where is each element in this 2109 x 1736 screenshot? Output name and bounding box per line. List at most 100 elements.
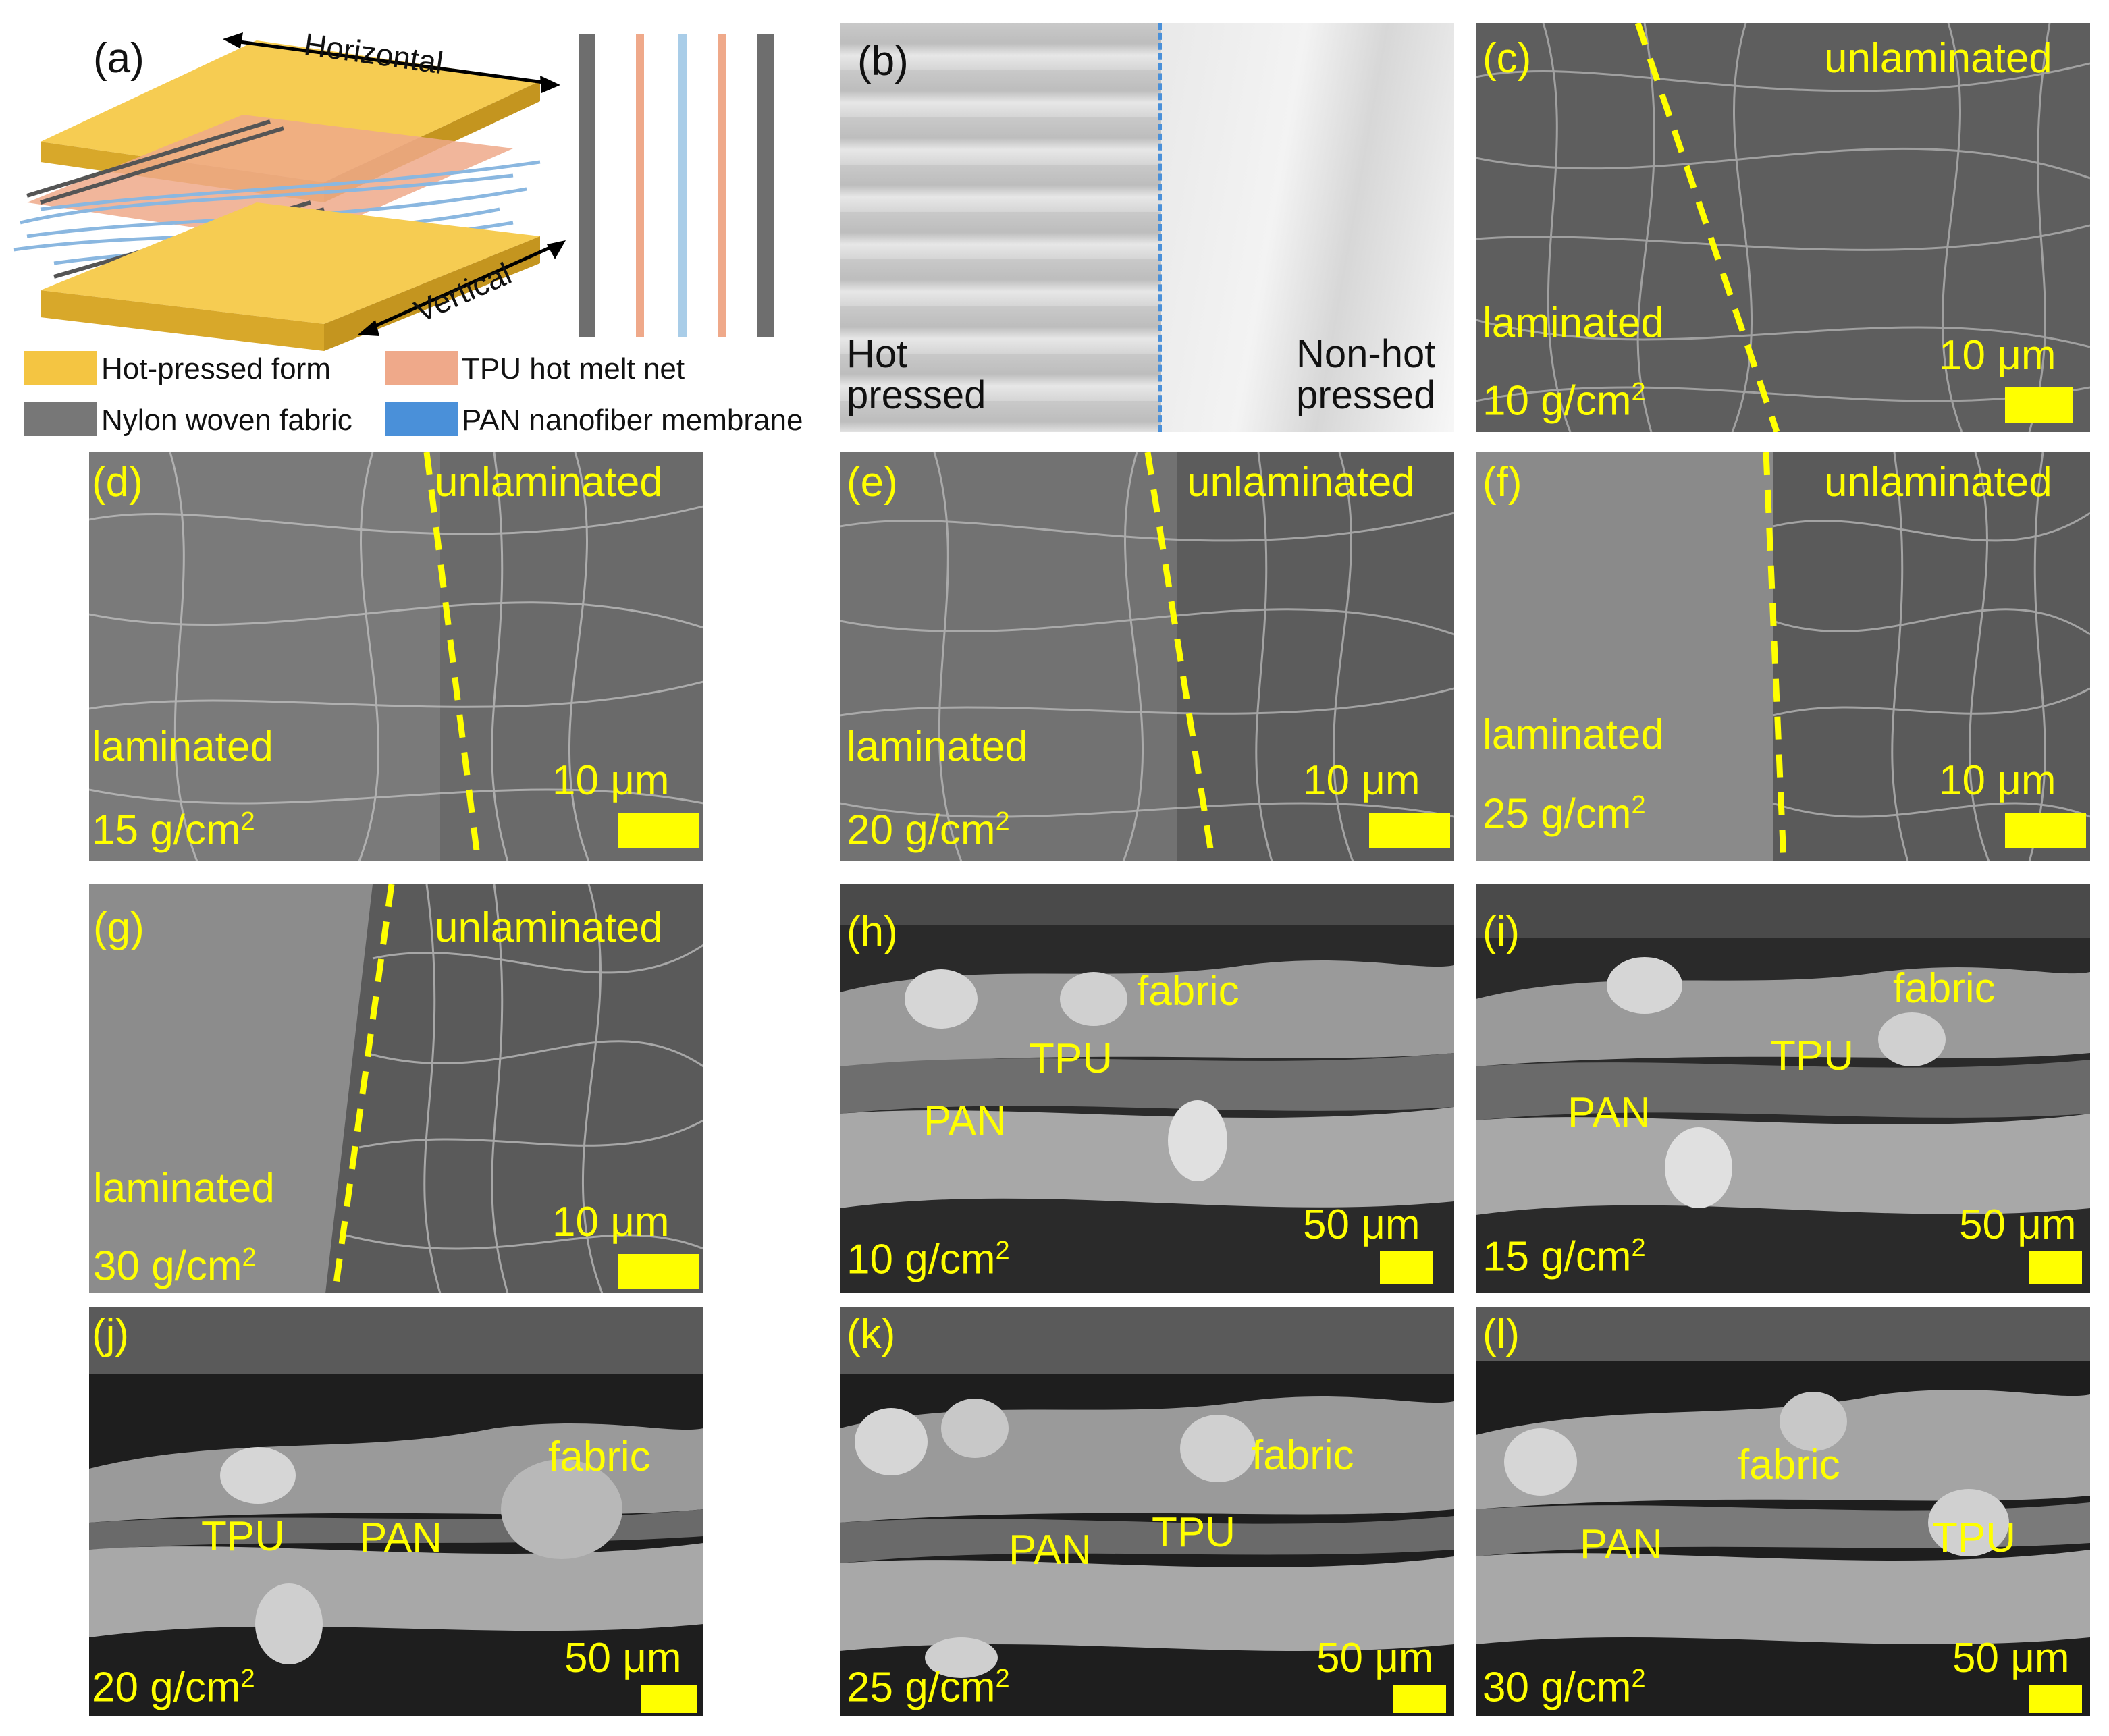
scale-label: 50 μm (1303, 1201, 1420, 1248)
scale-bar (2005, 813, 2086, 848)
scale-label: 50 μm (1316, 1635, 1434, 1681)
pressure-label: 10 g/cm2 (847, 1238, 1010, 1281)
pressure-label: 15 g/cm2 (92, 809, 255, 852)
scale-bar (1369, 813, 1450, 848)
boundary-dash (331, 884, 395, 1293)
layer-stack-diagram (13, 32, 774, 351)
panel-d-sem: (d) unlaminated laminated 15 g/cm2 10 μm (89, 452, 703, 861)
pressure-exponent: 2 (1631, 791, 1646, 819)
tpu-label: TPU (1770, 1033, 1854, 1079)
scale-label: 50 μm (564, 1635, 682, 1681)
fiber-texture (1476, 23, 2090, 432)
pressure-text: 20 g/cm (92, 1664, 241, 1711)
pan-label: PAN (1580, 1521, 1663, 1568)
boundary-dash (423, 452, 481, 861)
fabric-label: fabric (1893, 965, 1996, 1012)
pressure-exponent: 2 (1631, 1234, 1646, 1262)
panel-i-sem: (i) fabric TPU PAN 15 g/cm2 50 μm (1476, 884, 2090, 1293)
fabric-label: fabric (1252, 1432, 1354, 1479)
scale-label: 10 μm (552, 1199, 670, 1245)
pressure-text: 20 g/cm (847, 807, 996, 854)
panel-c-letter: (c) (1483, 35, 1532, 82)
fabric-label: fabric (1738, 1442, 1840, 1488)
legend-hot-pressed: Hot-pressed form (101, 352, 331, 385)
cross-section-texture (1476, 884, 2090, 1293)
pressure-label: 25 g/cm2 (1483, 792, 1646, 836)
pressure-text: 15 g/cm (92, 807, 241, 854)
pressure-exponent: 2 (240, 807, 255, 836)
pressure-text: 30 g/cm (93, 1243, 242, 1290)
pressure-label: 30 g/cm2 (93, 1245, 257, 1288)
pressure-text: 15 g/cm (1483, 1233, 1632, 1280)
pressure-label: 20 g/cm2 (92, 1666, 255, 1709)
tpu-label: TPU (1932, 1515, 2016, 1561)
panel-a-schematic: (a) Horizontal Verti (0, 0, 837, 445)
panel-j-letter: (j) (92, 1311, 130, 1357)
fiber-texture (89, 452, 703, 861)
panel-f-letter: (f) (1483, 459, 1522, 506)
fiber-texture (840, 452, 1454, 861)
panel-k-letter: (k) (847, 1311, 896, 1357)
panel-e-sem: (e) unlaminated laminated 20 g/cm2 10 μm (840, 452, 1454, 861)
non-hot-pressed-label: Non-hot pressed (1296, 332, 1436, 418)
legend-swatch-pan (385, 402, 458, 436)
pressure-exponent: 2 (242, 1243, 257, 1272)
panel-b-photo: (b) Hot pressed Non-hot pressed (840, 23, 1454, 432)
scale-label: 10 μm (1303, 757, 1420, 804)
scale-bar (2029, 1685, 2082, 1713)
pressure-text: 25 g/cm (847, 1664, 996, 1711)
pressure-exponent: 2 (995, 1237, 1010, 1265)
pan-label: PAN (1009, 1527, 1092, 1573)
pressure-exponent: 2 (240, 1664, 255, 1693)
panel-l-sem: (l) fabric TPU PAN 30 g/cm2 50 μm (1476, 1307, 2090, 1716)
pan-label: PAN (1568, 1089, 1651, 1136)
unlaminated-label: unlaminated (1187, 459, 1415, 506)
pressure-label: 25 g/cm2 (847, 1666, 1010, 1709)
panel-e-letter: (e) (847, 459, 898, 506)
panel-f-sem: (f) unlaminated laminated 25 g/cm2 10 μm (1476, 452, 2090, 861)
hot-pressed-label: Hot pressed (847, 332, 986, 418)
pressure-exponent: 2 (1631, 378, 1646, 406)
panel-d-letter: (d) (92, 459, 143, 506)
panel-b-letter: (b) (857, 38, 909, 84)
tpu-label: TPU (1152, 1509, 1235, 1556)
tpu-label: TPU (1029, 1035, 1113, 1082)
panel-h-sem: (h) fabric TPU PAN 10 g/cm2 50 μm (840, 884, 1454, 1293)
pressure-label: 20 g/cm2 (847, 809, 1010, 852)
unlaminated-label: unlaminated (435, 904, 663, 951)
hot-pressed-region (840, 23, 1161, 432)
pressure-label: 15 g/cm2 (1483, 1235, 1646, 1278)
panel-g-letter: (g) (93, 904, 144, 951)
legend-pan: PAN nanofiber membrane (462, 404, 803, 437)
scale-bar (2005, 387, 2073, 423)
boundary-dash (1763, 452, 1787, 861)
scale-label: 50 μm (1959, 1201, 2077, 1248)
cross-section-texture (1476, 1307, 2090, 1716)
pressure-exponent: 2 (1631, 1664, 1646, 1693)
pressure-label: 10 g/cm2 (1483, 379, 1646, 423)
legend-nylon: Nylon woven fabric (101, 404, 352, 437)
scale-bar (1393, 1685, 1446, 1713)
panel-g-sem: (g) unlaminated laminated 30 g/cm2 10 μm (89, 884, 703, 1293)
laminated-label: laminated (847, 724, 1028, 770)
boundary-dash (1144, 452, 1216, 861)
cross-section-texture (89, 1307, 703, 1716)
scale-bar (618, 813, 699, 848)
scale-label: 50 μm (1952, 1635, 2070, 1681)
fabric-label: fabric (548, 1434, 651, 1480)
scale-label: 10 μm (552, 757, 670, 804)
panel-h-letter: (h) (847, 908, 898, 955)
pressure-text: 10 g/cm (1483, 377, 1632, 425)
scale-bar (2029, 1251, 2082, 1284)
legend-swatch-hot-pressed (24, 351, 97, 385)
pressure-text: 25 g/cm (1483, 790, 1632, 838)
pressure-exponent: 2 (995, 1664, 1010, 1693)
scale-label: 10 μm (1939, 757, 2056, 804)
cross-section-texture (840, 884, 1454, 1293)
pressure-text: 30 g/cm (1483, 1664, 1632, 1711)
panel-j-sem: (j) fabric TPU PAN 20 g/cm2 50 μm (89, 1307, 703, 1716)
pressure-label: 30 g/cm2 (1483, 1666, 1646, 1709)
pan-label: PAN (924, 1097, 1007, 1144)
panel-i-letter: (i) (1483, 908, 1520, 955)
laminated-label: laminated (1483, 300, 1664, 346)
